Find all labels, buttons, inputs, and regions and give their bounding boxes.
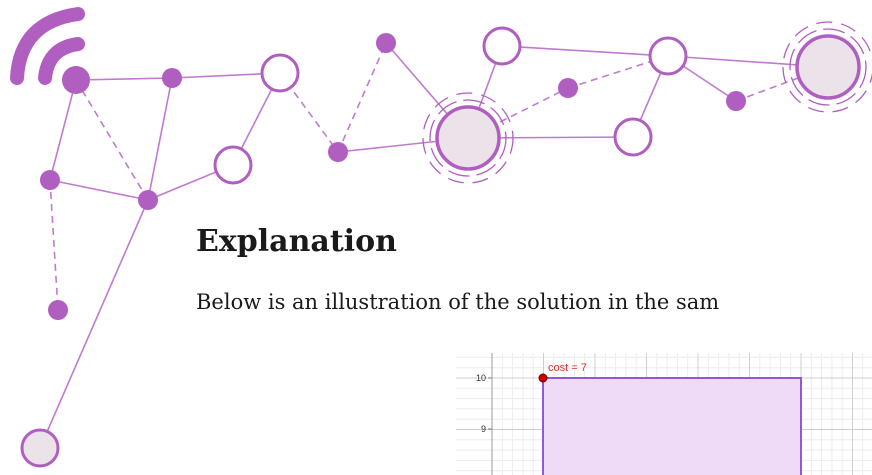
y-tick-label-10: 10 [476,373,486,383]
solution-plot: 10 9 cost = 7 [456,353,872,475]
cost-label: cost = 7 [548,362,587,374]
optimal-point [539,374,547,382]
section-heading: Explanation [196,224,397,259]
y-tick-label-9: 9 [481,424,486,434]
network-dots [40,33,746,320]
solution-region [543,378,801,475]
section-intro: Below is an illustration of the solution… [196,290,719,314]
